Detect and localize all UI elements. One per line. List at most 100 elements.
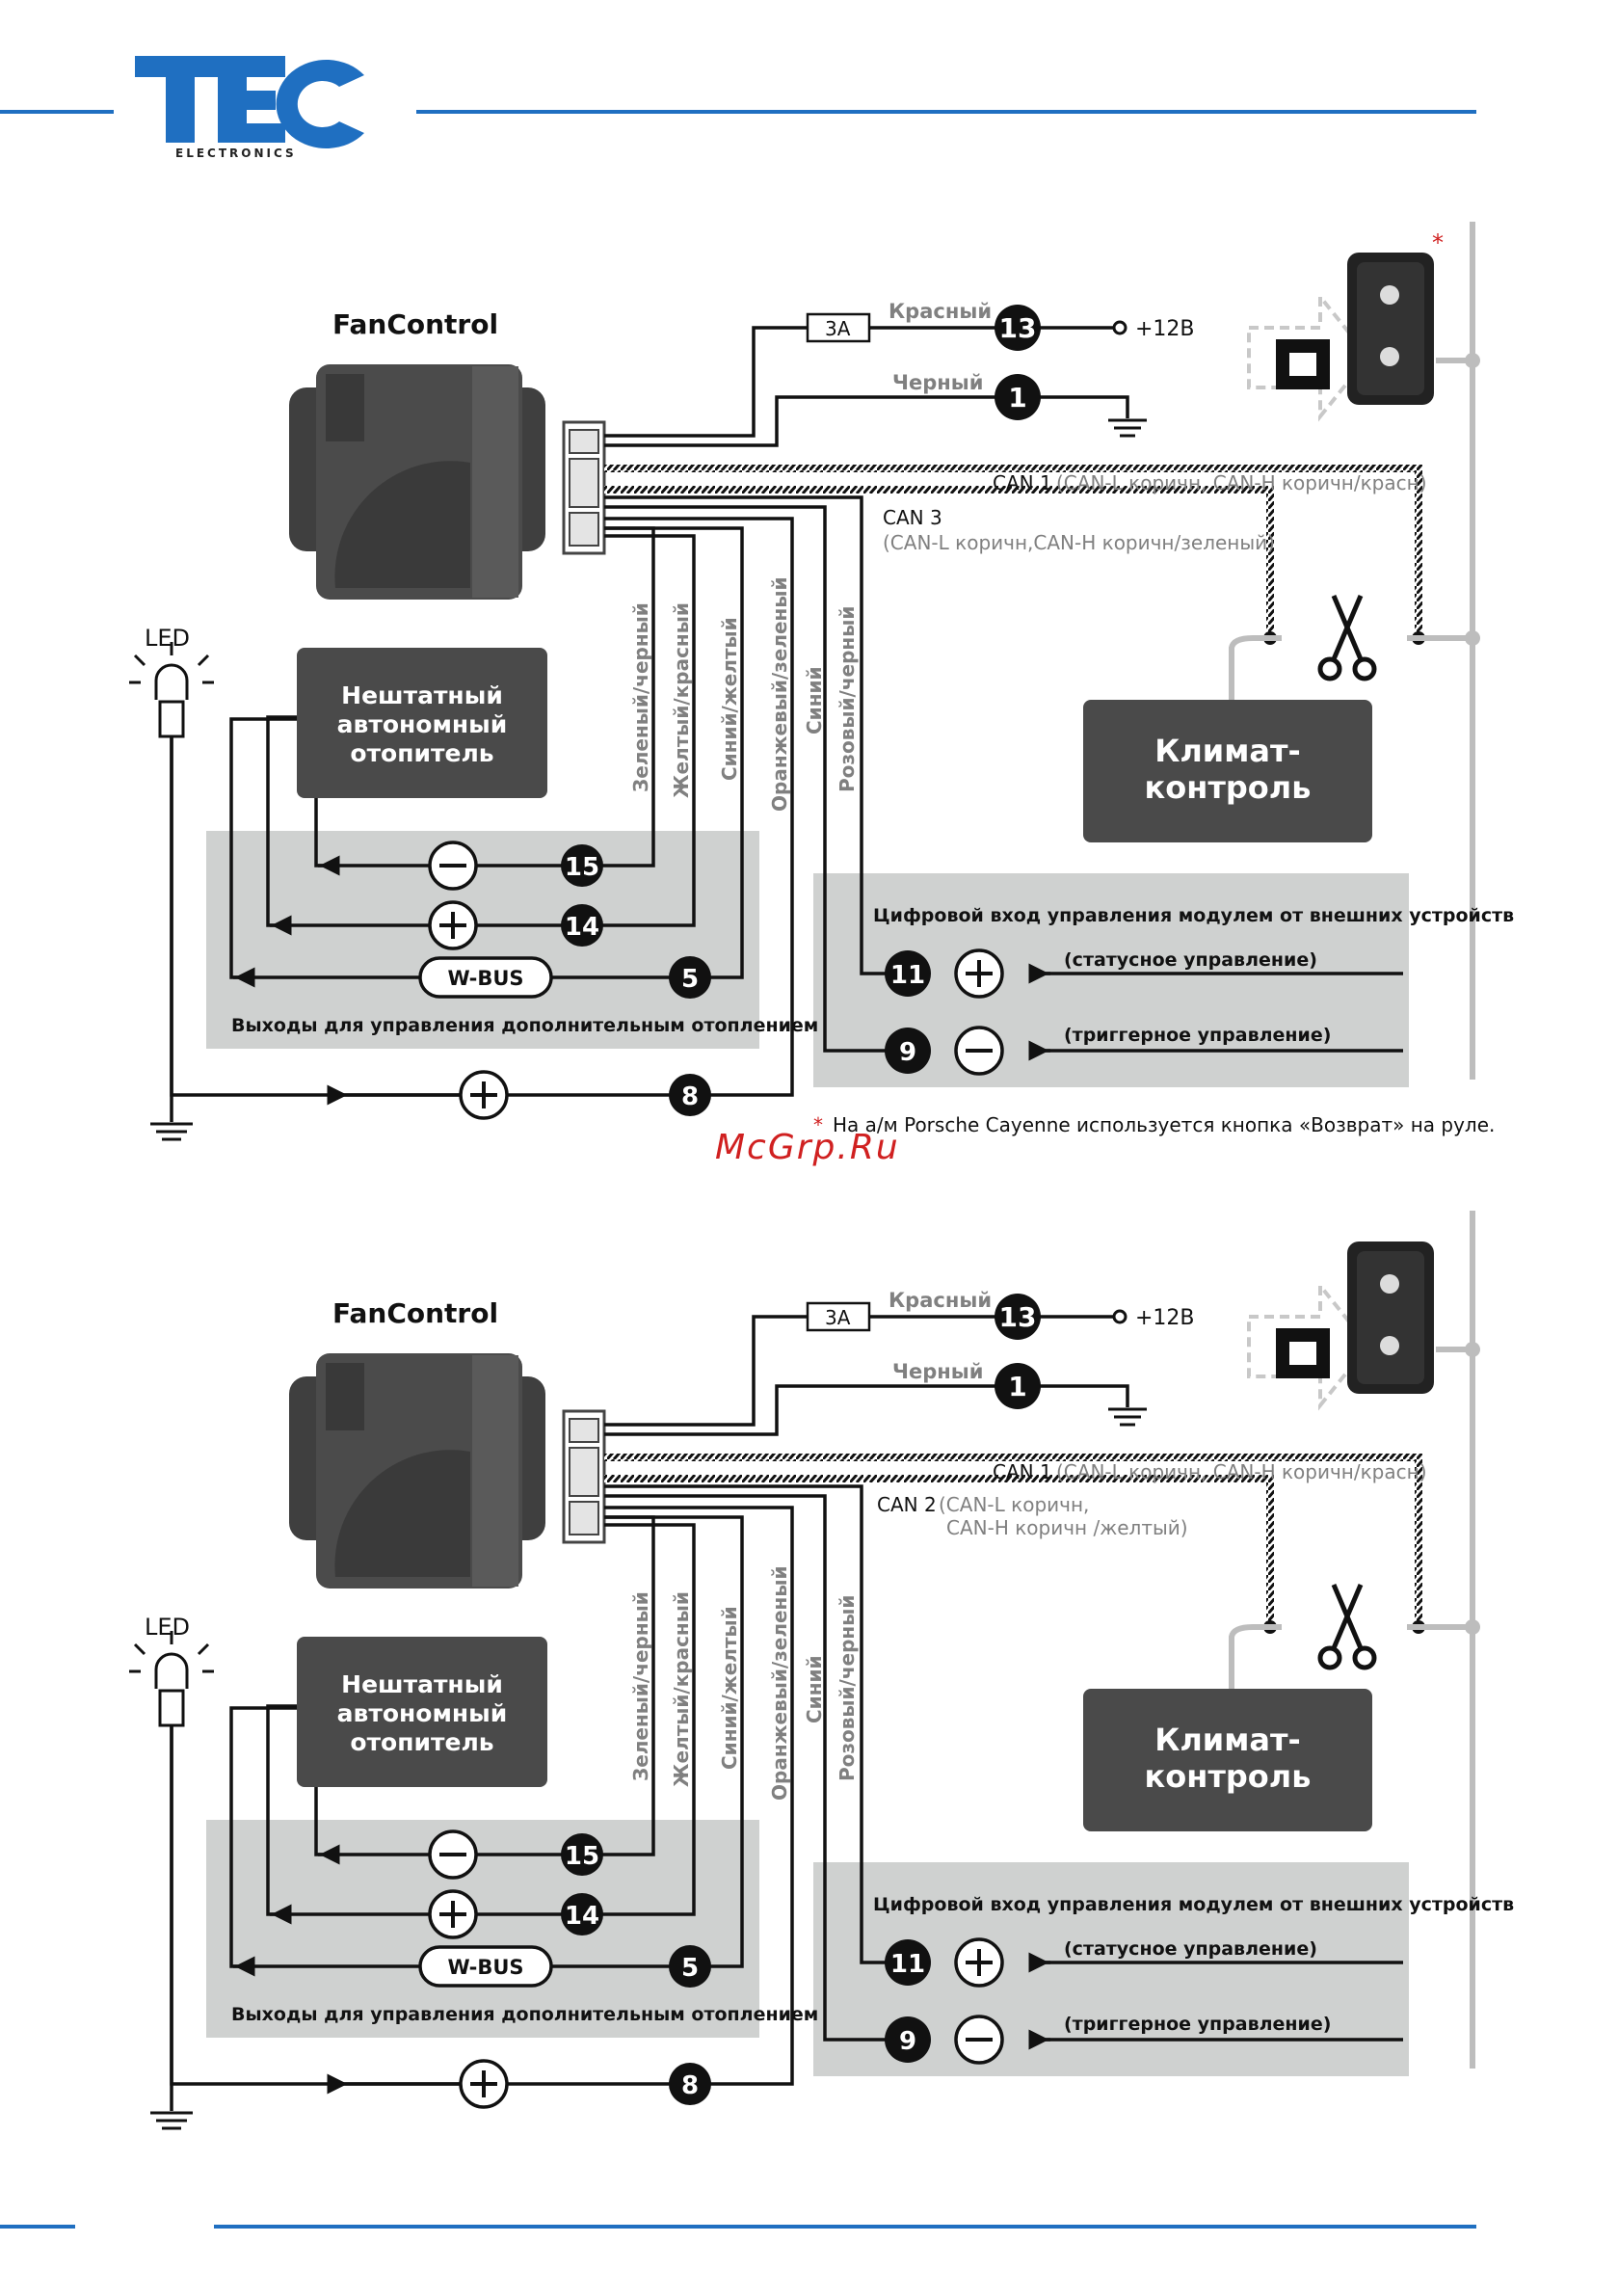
heater-line-2: автономный	[337, 710, 508, 738]
fuse-box	[806, 312, 871, 343]
pin-9-label: 9	[899, 2027, 916, 2056]
climate-can-gray	[1229, 1624, 1472, 1689]
heater-box	[297, 1637, 547, 1787]
fuse-label: 3A	[825, 1306, 851, 1329]
can1-detail: (CAN-L коричн, CAN-H коричн/красн)	[1056, 471, 1427, 494]
fuse-box	[806, 1301, 871, 1332]
black-wire-label: Черный	[892, 1360, 983, 1383]
led-icon	[129, 1631, 214, 1727]
pin-11-label: 11	[890, 961, 925, 990]
steering-button	[1247, 1241, 1472, 1411]
ground-symbol-top	[1108, 1407, 1147, 1427]
wbus-pill	[418, 1945, 553, 1988]
ground-symbol-top	[1108, 418, 1147, 438]
fancontrol-module	[289, 364, 545, 600]
heater-box	[297, 648, 547, 798]
terminal-12v	[1112, 320, 1127, 335]
pin-5-label: 5	[681, 965, 699, 994]
wiring-diagram-2: FanControl 3A +12В Красный 13 Черный 1	[129, 1211, 1514, 2130]
tec-logo: ELECTRONICS	[135, 56, 364, 160]
wbus-pill	[418, 956, 553, 999]
wire-color-6: Розовый/черный	[836, 606, 859, 792]
heater-line-1: Нештатный	[341, 1670, 503, 1698]
pin-15-label: 15	[565, 1842, 599, 1871]
connector	[562, 420, 606, 555]
terminal-12v	[1112, 1309, 1127, 1324]
fancontrol-module	[289, 1353, 545, 1589]
led-label: LED	[145, 1614, 190, 1641]
digital-caption: Цифровой вход управления модулем от внеш…	[873, 1894, 1514, 1915]
pin-9	[885, 2016, 931, 2063]
pin-9	[885, 1028, 931, 1074]
can1-twisted-pair	[604, 465, 1422, 638]
can2-detail-1: (CAN-L коричн,	[939, 1493, 1089, 1516]
wire-color-3: Синий/желтый	[718, 617, 741, 781]
can2-twisted-pair	[604, 1475, 1274, 1627]
pin-15-label: 15	[565, 853, 599, 882]
red-wire-label: Красный	[889, 300, 992, 323]
wire-black	[604, 395, 1129, 447]
pin-13-label: 13	[999, 1301, 1037, 1333]
wire-color-1: Зеленый/черный	[629, 602, 652, 792]
heater-line-1: Нештатный	[341, 681, 503, 709]
scissors-icon	[1317, 595, 1377, 681]
climate-control-box	[1083, 1689, 1372, 1831]
wire-pin14	[266, 534, 696, 927]
connector	[562, 1409, 606, 1544]
wire-black	[604, 1384, 1129, 1436]
pin-1-label: 1	[1008, 382, 1026, 414]
can2-label: CAN 2	[877, 1493, 937, 1516]
digital-caption: Цифровой вход управления модулем от внеш…	[873, 905, 1514, 926]
plus12-label: +12В	[1135, 1306, 1195, 1330]
can2-detail: (CAN-L коричн,CAN-H коричн/зеленый)	[883, 531, 1275, 554]
climate-control-box	[1083, 700, 1372, 842]
pin-13	[995, 1294, 1041, 1340]
outputs-caption: Выходы для управления дополнительным ото…	[231, 1015, 818, 1036]
pin-14	[561, 1893, 603, 1936]
plus12-label: +12В	[1135, 317, 1195, 341]
trigger-ctrl: (триггерное управление)	[1064, 2014, 1331, 2035]
wire-color-4: Оранжевый/зеленый	[768, 577, 791, 812]
pin-14-label: 14	[565, 1902, 599, 1931]
pin-8-label: 8	[681, 1082, 699, 1111]
wire-pin9	[604, 1494, 908, 2042]
trigger-ctrl: (триггерное управление)	[1064, 1025, 1331, 1046]
wire-pin9	[604, 505, 908, 1053]
wire-color-2: Желтый/красный	[670, 602, 693, 798]
pin-5	[669, 956, 711, 999]
can2-label: CAN 3	[883, 506, 942, 529]
outputs-caption: Выходы для управления дополнительным ото…	[231, 2004, 818, 2025]
wire-color-1: Зеленый/черный	[629, 1591, 652, 1781]
can1-label: CAN 1	[993, 1460, 1052, 1483]
heater-line-3: отопитель	[350, 739, 493, 767]
pin-8	[669, 2063, 711, 2105]
pin-11	[885, 1939, 931, 1986]
steering-button	[1247, 253, 1472, 422]
climate-line-1: Климат-	[1154, 733, 1301, 769]
status-ctrl: (статусное управление)	[1064, 949, 1317, 971]
red-wire-label: Красный	[889, 1289, 992, 1312]
can2-twisted-pair	[604, 486, 1274, 638]
wire-red	[604, 326, 808, 438]
wire-color-5: Синий	[803, 666, 826, 734]
climate-line-2: контроль	[1145, 769, 1312, 806]
pin-8	[669, 1074, 711, 1116]
status-ctrl: (статусное управление)	[1064, 1938, 1317, 1960]
wbus-label: W-BUS	[447, 967, 523, 990]
logo-subtitle: ELECTRONICS	[175, 147, 297, 160]
heater-line-2: автономный	[337, 1699, 508, 1727]
pin-15	[561, 844, 603, 887]
can1-detail: (CAN-L коричн, CAN-H коричн/красн)	[1056, 1460, 1427, 1483]
pin-1-label: 1	[1008, 1371, 1026, 1402]
pin-13-label: 13	[999, 312, 1037, 344]
wire-color-5: Синий	[803, 1655, 826, 1723]
wire-color-2: Желтый/красный	[670, 1591, 693, 1787]
wire-pin11	[604, 495, 906, 975]
wire-pin14	[266, 1523, 696, 1916]
ground-symbol-led	[150, 2111, 193, 2130]
ground-symbol-led	[150, 1122, 193, 1141]
pin-11	[885, 950, 931, 997]
pin-5	[669, 1945, 711, 1988]
led-icon	[129, 642, 214, 738]
wire-pin11	[604, 1484, 906, 1964]
